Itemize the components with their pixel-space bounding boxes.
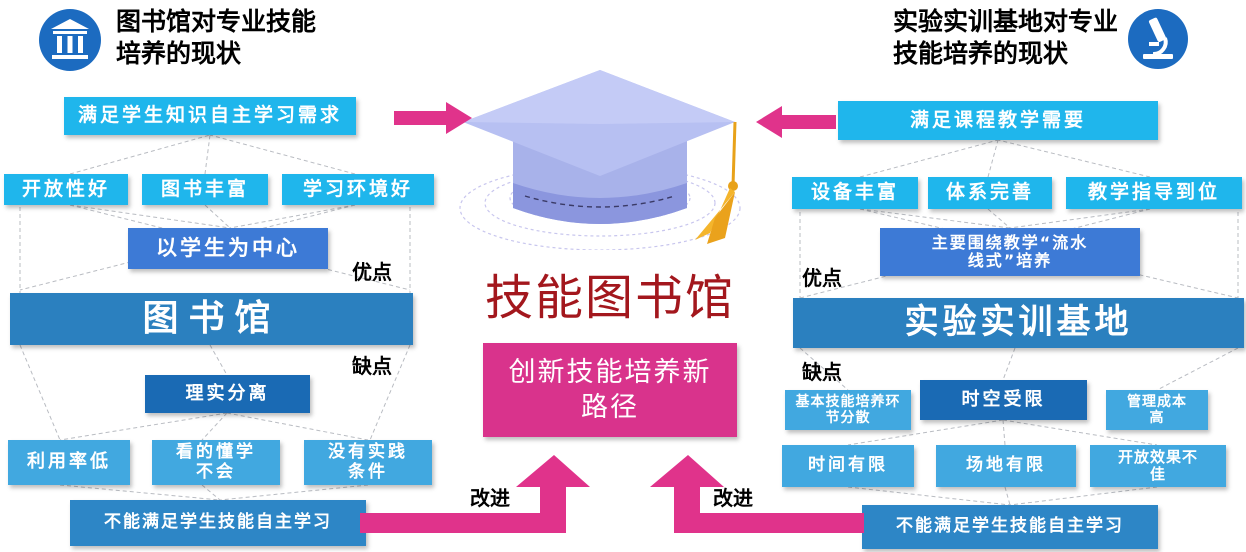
arrow-left-improve <box>360 455 590 533</box>
left-merit-3: 学习环境好 <box>282 174 434 205</box>
right-flaw-1: 基本技能培养环节分散 <box>785 390 911 430</box>
center-new-path: 创新技能培养新路径 <box>483 343 737 437</box>
left-merit-label: 优点 <box>352 260 392 284</box>
left-band: 图书馆 <box>10 293 413 345</box>
left-flaw-3: 没有实践条件 <box>304 440 432 485</box>
left-flaw-label: 缺点 <box>352 354 392 378</box>
right-flaw-center: 时空受限 <box>920 380 1087 420</box>
left-flaw-1: 利用率低 <box>8 440 130 485</box>
right-flaw-3: 时间有限 <box>782 445 914 487</box>
arrow-left-to-center <box>394 102 472 134</box>
left-improve-label: 改进 <box>470 486 510 510</box>
microscope-icon <box>1128 9 1188 69</box>
right-center: 主要围绕教学“流水线式”培养 <box>880 228 1140 276</box>
right-merit-1: 设备丰富 <box>792 177 918 209</box>
right-bottom: 不能满足学生技能自主学习 <box>862 505 1158 549</box>
graduation-cap-icon <box>459 70 741 250</box>
left-flaw-2: 看的懂学不会 <box>152 440 280 485</box>
left-merit-1: 开放性好 <box>4 174 128 205</box>
right-merit-3: 教学指导到位 <box>1066 177 1242 209</box>
right-flaw-5: 开放效果不佳 <box>1090 445 1226 487</box>
left-merit-2: 图书丰富 <box>142 174 268 205</box>
right-band: 实验实训基地 <box>793 298 1244 348</box>
right-improve-label: 改进 <box>713 486 753 510</box>
center-title: 技能图书馆 <box>484 270 735 326</box>
left-top-need: 满足学生知识自主学习需求 <box>64 97 356 135</box>
right-title: 实验实训基地对专业技能培养的现状 <box>893 7 1119 68</box>
left-bottom: 不能满足学生技能自主学习 <box>70 500 366 546</box>
right-flaw-2: 管理成本高 <box>1106 390 1208 430</box>
left-flaw-center: 理实分离 <box>145 375 310 413</box>
right-flaw-4: 场地有限 <box>936 445 1076 487</box>
left-center: 以学生为中心 <box>128 228 328 269</box>
arrow-right-to-center <box>756 106 836 138</box>
right-top-need: 满足课程教学需要 <box>838 101 1158 140</box>
right-merit-2: 体系完善 <box>928 177 1052 209</box>
left-title: 图书馆对专业技能培养的现状 <box>116 7 317 68</box>
library-icon <box>39 9 101 71</box>
arrow-right-improve <box>650 455 864 533</box>
right-flaw-label: 缺点 <box>802 360 842 384</box>
right-merit-label: 优点 <box>802 266 842 290</box>
